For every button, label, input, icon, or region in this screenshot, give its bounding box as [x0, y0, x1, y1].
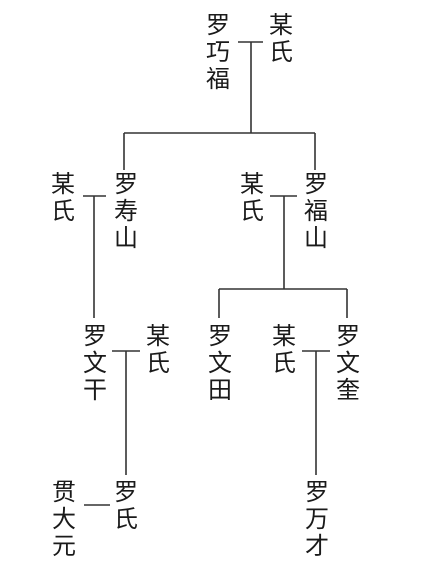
person-wife-wengan: 某氏 — [146, 322, 170, 377]
person-luo-qiaofu: 罗巧福 — [206, 11, 230, 93]
person-luo-fushan: 罗福山 — [304, 170, 328, 252]
person-luo-wengan: 罗文干 — [83, 322, 107, 404]
person-luo-shi: 罗氏 — [114, 478, 138, 533]
person-wife-wenkui: 某氏 — [272, 322, 296, 377]
person-guan-dayuan: 贯大元 — [52, 478, 76, 560]
person-wife-root: 某氏 — [269, 11, 293, 66]
person-luo-wenkui: 罗文奎 — [336, 322, 360, 404]
person-luo-wancai: 罗万才 — [305, 478, 329, 560]
person-luo-wentian: 罗文田 — [208, 322, 232, 404]
person-wife-shoushan: 某氏 — [51, 170, 75, 225]
person-wife-fushan: 某氏 — [240, 170, 264, 225]
person-luo-shoushan: 罗寿山 — [114, 170, 138, 252]
